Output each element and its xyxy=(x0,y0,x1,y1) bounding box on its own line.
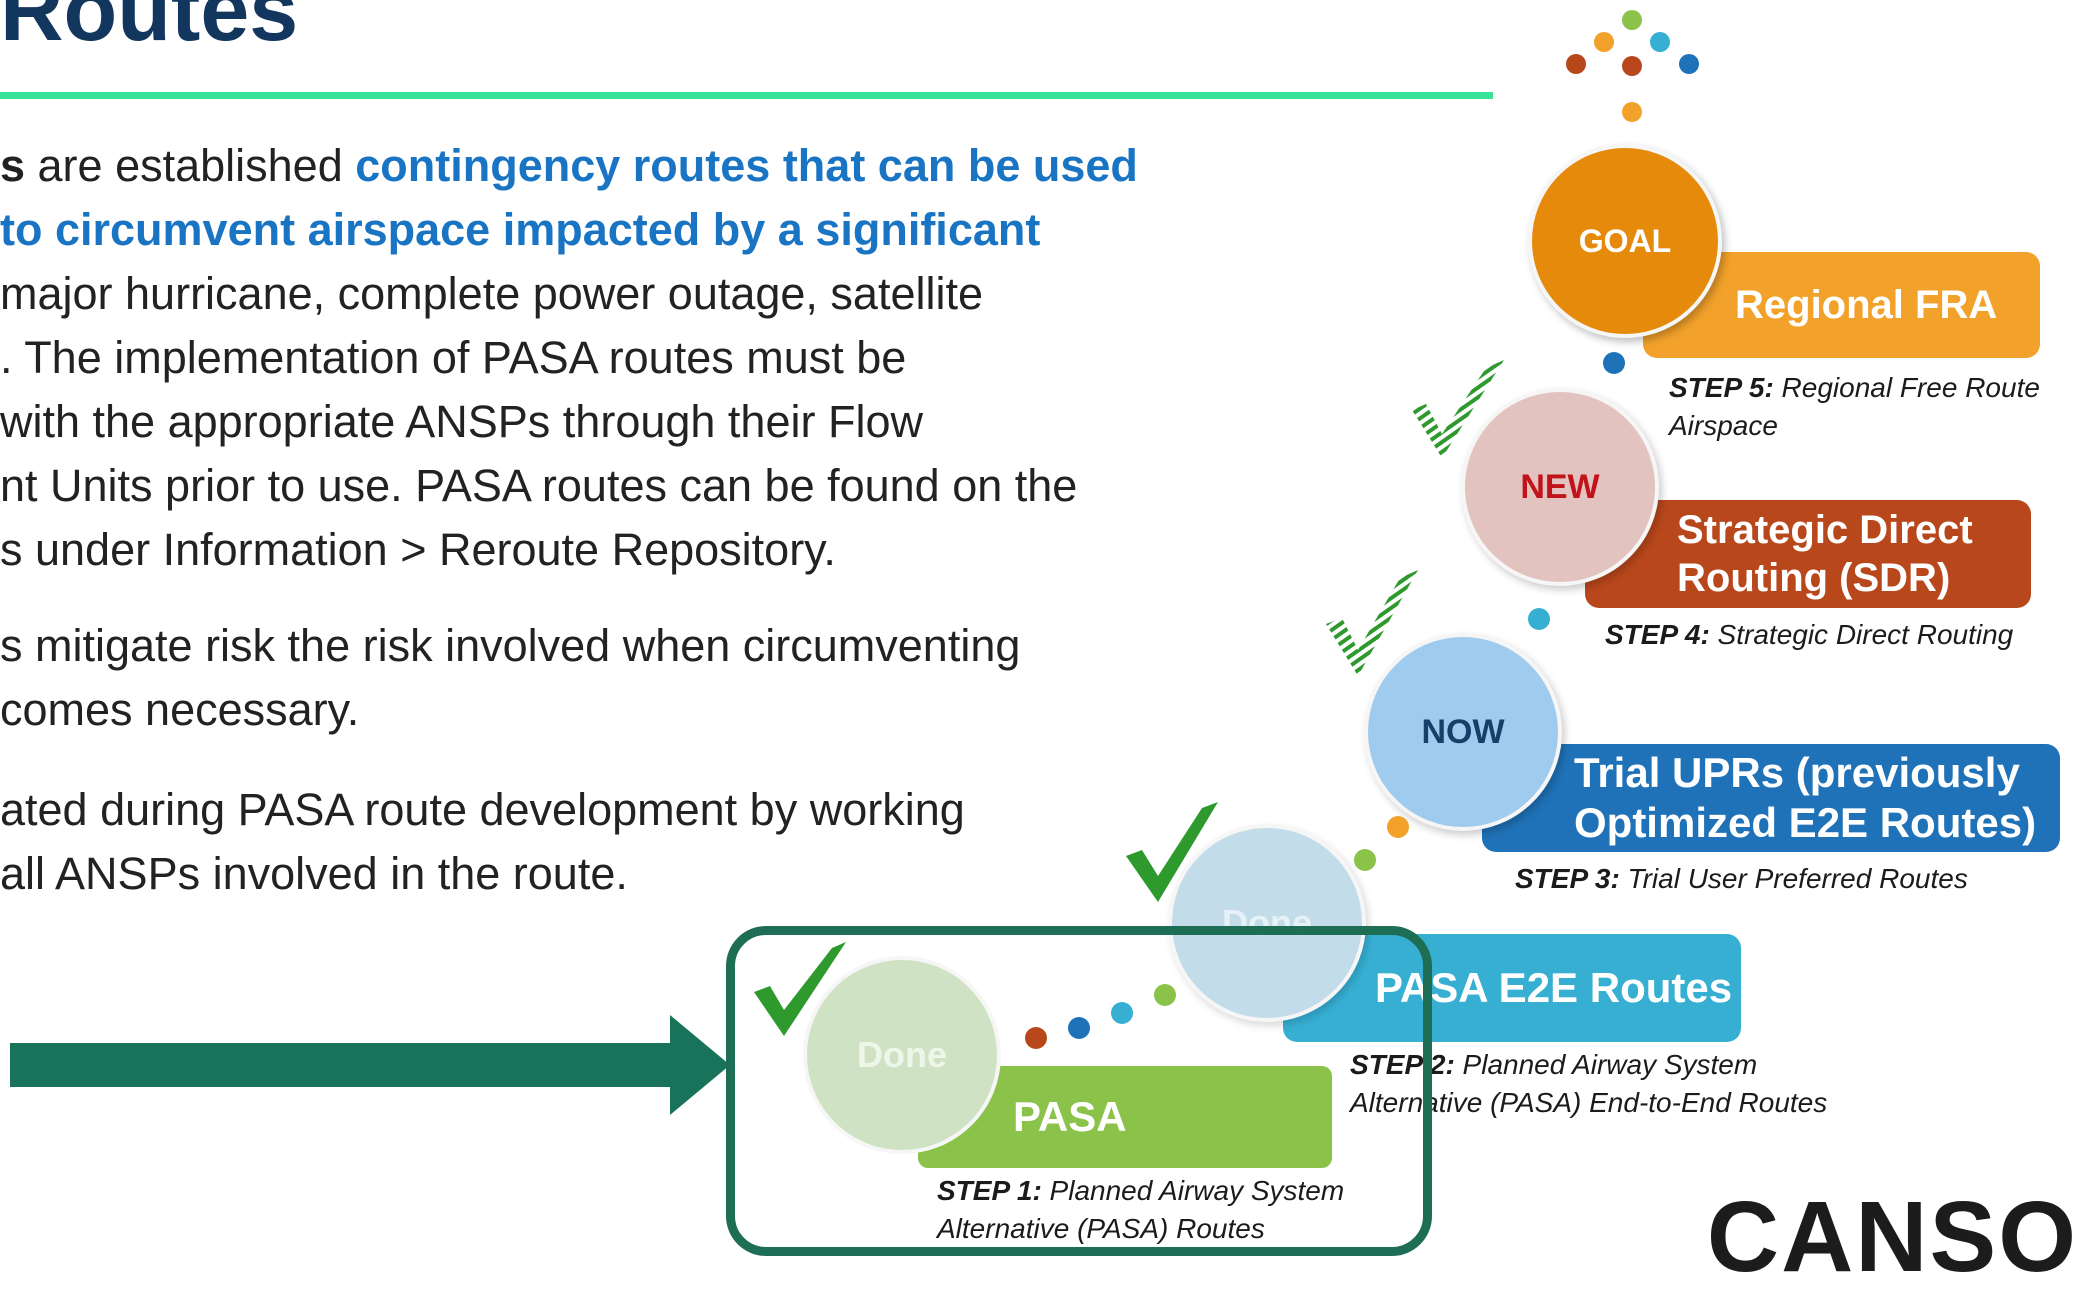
p2-line-2: comes necessary. xyxy=(0,684,360,735)
step2-circle-label: Done xyxy=(1222,902,1312,943)
step5-band-label: Regional FRA xyxy=(1735,282,1998,327)
p1-line-7: s under Information > Reroute Repository… xyxy=(0,524,836,575)
step1-highlight-frame xyxy=(726,926,1432,1256)
right-arrow-icon xyxy=(10,1015,730,1115)
canso-logo: CANSO xyxy=(1706,1181,2078,1293)
step2-caption-bold: STEP 2: xyxy=(1350,1049,1455,1080)
p1-line-6: nt Units prior to use. PASA routes can b… xyxy=(0,460,1078,511)
step2-band-label: PASA E2E Routes xyxy=(1375,964,1733,1011)
p1-line-1: s are established contingency routes tha… xyxy=(0,134,1200,198)
striped-check-icon xyxy=(1412,360,1504,458)
connector-dot xyxy=(1528,608,1550,630)
p1-highlight-1: contingency routes that can be used xyxy=(355,140,1138,191)
check-icon xyxy=(1126,802,1218,902)
p3-line-1: ated during PASA route development by wo… xyxy=(0,784,965,835)
step2-band: PASA E2E Routes xyxy=(1283,934,1741,1042)
step4-band-label-2: Routing (SDR) xyxy=(1677,556,1951,600)
check-icon xyxy=(754,942,846,1036)
p1-bold: s xyxy=(0,140,26,191)
step4-band: Strategic Direct Routing (SDR) xyxy=(1585,500,2031,608)
step3-caption-bold: STEP 3: xyxy=(1515,863,1620,894)
paragraph-1: s are established contingency routes tha… xyxy=(0,134,1200,582)
paragraph-3: ated during PASA route development by wo… xyxy=(0,778,1200,906)
step3-caption-text: Trial User Preferred Routes xyxy=(1619,863,1968,894)
step4-caption-text: Strategic Direct Routing xyxy=(1709,619,2014,650)
cluster-dot xyxy=(1622,56,1642,76)
step5-band: Regional FRA xyxy=(1643,252,2040,358)
connector-dot xyxy=(1025,1027,1047,1049)
step5-circle: GOAL xyxy=(1528,144,1722,338)
step4-band-label-1: Strategic Direct xyxy=(1677,508,1973,552)
p1-line-3: major hurricane, complete power outage, … xyxy=(0,268,984,319)
title-underline xyxy=(0,92,1493,99)
step4-caption-bold: STEP 4: xyxy=(1605,619,1710,650)
p1-line-5: with the appropriate ANSPs through their… xyxy=(0,396,923,447)
cluster-dot xyxy=(1650,32,1670,52)
step5-caption: STEP 5: Regional Free Route Airspace xyxy=(1669,369,2040,445)
step4-caption: STEP 4: Strategic Direct Routing xyxy=(1605,616,2013,654)
paragraph-2: s mitigate risk the risk involved when c… xyxy=(0,614,1200,742)
step4-circle-label: NEW xyxy=(1520,467,1600,506)
step2-circle: Done xyxy=(1168,824,1366,1022)
step3-caption: STEP 3: Trial User Preferred Routes xyxy=(1515,860,1968,898)
step3-band: Trial UPRs (previously Optimized E2E Rou… xyxy=(1482,744,2060,852)
connector-dot xyxy=(1387,816,1409,838)
connector-dot xyxy=(1068,1017,1090,1039)
step1-caption-bold: STEP 1: xyxy=(937,1175,1042,1206)
step4-circle: NEW xyxy=(1461,388,1659,586)
page-title: Routes xyxy=(0,0,299,59)
step1-circle: Done xyxy=(803,956,1001,1154)
cluster-dot xyxy=(1679,54,1699,74)
step5-caption-text-2: Airspace xyxy=(1669,410,1778,441)
step5-caption-text: Regional Free Route xyxy=(1773,372,2040,403)
step1-caption-text-2: Alternative (PASA) Routes xyxy=(937,1213,1265,1244)
p1-text: are established xyxy=(25,140,356,191)
step5-caption-bold: STEP 5: xyxy=(1669,372,1774,403)
p3-line-2: all ANSPs involved in the route. xyxy=(0,848,628,899)
p2-line-1: s mitigate risk the risk involved when c… xyxy=(0,620,1021,671)
p1-highlight-2: to circumvent airspace impacted by a sig… xyxy=(0,204,1041,255)
step5-circle-label: GOAL xyxy=(1578,222,1672,259)
p1-line-4: . The implementation of PASA routes must… xyxy=(0,332,907,383)
striped-check-icon xyxy=(1326,570,1418,676)
cluster-dot xyxy=(1594,32,1614,52)
cluster-dot xyxy=(1622,102,1642,122)
step1-caption-text: Planned Airway System xyxy=(1041,1175,1345,1206)
step1-circle-label: Done xyxy=(857,1034,947,1075)
step3-band-label-2: Optimized E2E Routes) xyxy=(1574,799,2037,846)
step3-circle-label: NOW xyxy=(1421,712,1505,751)
step1-caption: STEP 1: Planned Airway System Alternativ… xyxy=(937,1172,1344,1248)
connector-dot xyxy=(1111,1002,1133,1024)
cluster-dot xyxy=(1622,10,1642,30)
connector-dot xyxy=(1603,352,1625,374)
connector-dot xyxy=(1154,984,1176,1006)
step3-circle: NOW xyxy=(1364,633,1562,831)
step1-band-label: PASA xyxy=(1013,1093,1127,1140)
connector-dot xyxy=(1354,849,1376,871)
step3-band-label-1: Trial UPRs (previously xyxy=(1574,749,2020,796)
cluster-dot xyxy=(1566,54,1586,74)
step2-caption-text: Planned Airway System xyxy=(1454,1049,1758,1080)
